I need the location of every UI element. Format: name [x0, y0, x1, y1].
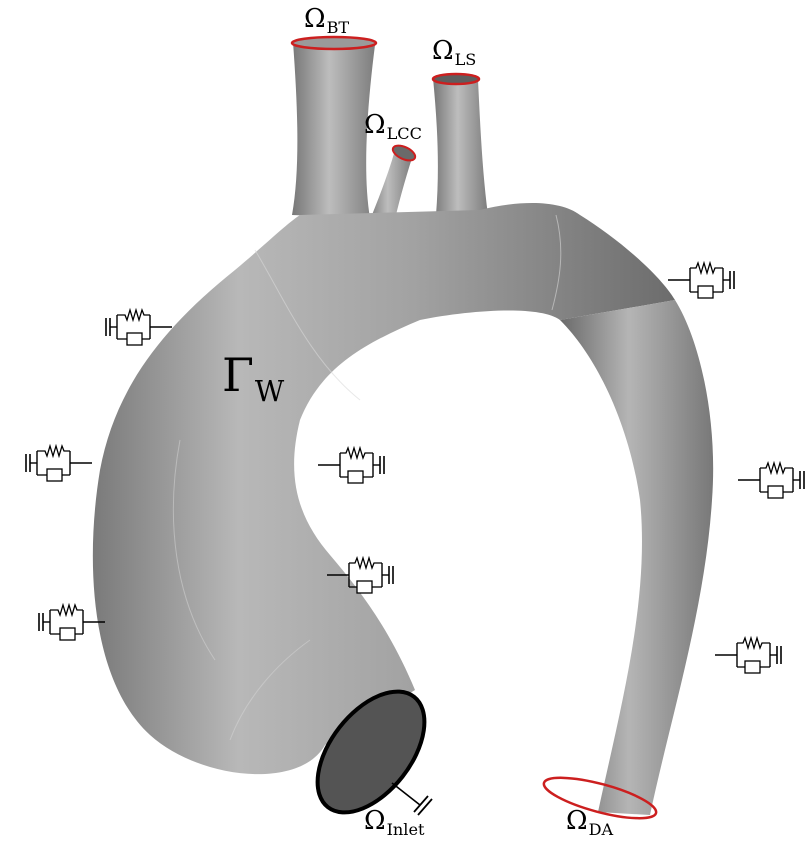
ls-outlet-ring [433, 74, 479, 84]
spring-damper-icon [715, 638, 781, 673]
spring-damper-icon [39, 605, 105, 640]
spring-damper-icon [738, 463, 804, 498]
spring-damper-icon [668, 263, 734, 298]
spring-damper-icon [26, 446, 92, 481]
bt-outlet-ring [292, 37, 376, 49]
aortic-arch [93, 203, 675, 774]
descending-aorta [560, 300, 713, 815]
ls-outlet-label: ΩLS [432, 38, 476, 68]
spring-damper-icon [318, 448, 384, 483]
spring-damper-icon [106, 310, 172, 345]
brachiocephalic-trunk [292, 42, 375, 218]
bt-outlet-label: ΩBT [304, 6, 349, 36]
lcc-outlet-label: ΩLCC [364, 112, 422, 142]
inlet-label: ΩInlet [364, 808, 424, 838]
wall-label: ΓW [222, 352, 284, 406]
left-subclavian [433, 78, 488, 215]
da-outlet-label: ΩDA [566, 808, 613, 838]
